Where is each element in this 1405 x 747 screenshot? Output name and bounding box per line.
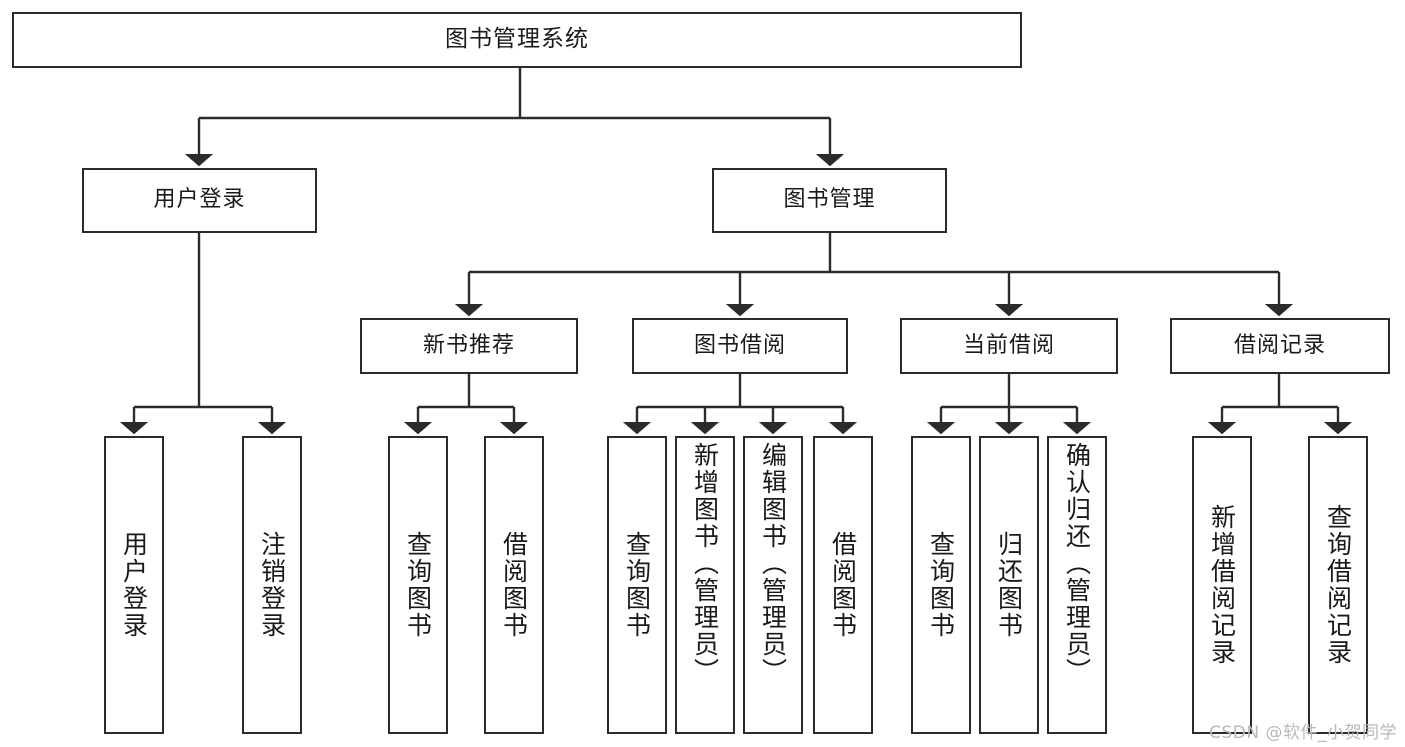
leaf-user-login-login[interactable]: 用户登录	[104, 436, 164, 734]
node-current-borrow[interactable]: 当前借阅	[900, 318, 1118, 374]
leaf-label: 编辑图书（管理员）	[758, 442, 788, 685]
leaf-current-borrow-return[interactable]: 归还图书	[979, 436, 1039, 734]
leaf-book-borrow-borrow[interactable]: 借阅图书	[813, 436, 873, 734]
node-borrow-record[interactable]: 借阅记录	[1170, 318, 1390, 374]
node-label: 图书借阅	[693, 332, 786, 358]
leaf-label: 新增借阅记录	[1207, 504, 1237, 666]
leaf-current-borrow-query[interactable]: 查询图书	[911, 436, 971, 734]
leaf-label: 借阅图书	[499, 531, 529, 639]
node-new-book-recommend[interactable]: 新书推荐	[360, 318, 578, 374]
node-label: 当前借阅	[962, 332, 1055, 358]
node-book-management[interactable]: 图书管理	[712, 168, 947, 233]
leaf-label: 查询图书	[403, 531, 433, 639]
leaf-text-wrap: 新增借阅记录	[1194, 438, 1250, 732]
leaf-borrow-record-add[interactable]: 新增借阅记录	[1192, 436, 1252, 734]
node-label: 新书推荐	[422, 332, 515, 358]
leaf-text-wrap: 查询借阅记录	[1310, 438, 1366, 732]
leaf-text-wrap: 查询图书	[609, 438, 665, 732]
leaf-text-wrap: 注销登录	[244, 438, 300, 732]
leaf-label: 新增图书（管理员）	[690, 442, 720, 685]
leaf-label: 查询图书	[926, 531, 956, 639]
leaf-label: 注销登录	[257, 531, 287, 639]
leaf-text-wrap: 新增图书（管理员）	[677, 438, 733, 736]
leaf-text-wrap: 归还图书	[981, 438, 1037, 732]
leaf-borrow-record-query[interactable]: 查询借阅记录	[1308, 436, 1368, 734]
leaf-new-book-borrow[interactable]: 借阅图书	[484, 436, 544, 734]
node-book-borrow[interactable]: 图书借阅	[632, 318, 848, 374]
leaf-book-borrow-query[interactable]: 查询图书	[607, 436, 667, 734]
leaf-text-wrap: 查询图书	[913, 438, 969, 732]
leaf-text-wrap: 查询图书	[390, 438, 446, 732]
leaf-book-borrow-add[interactable]: 新增图书（管理员）	[675, 436, 735, 734]
node-label: 图书管理	[783, 187, 876, 213]
leaf-label: 查询借阅记录	[1323, 504, 1353, 666]
leaf-text-wrap: 借阅图书	[486, 438, 542, 732]
node-root-book-management-system[interactable]: 图书管理系统	[12, 12, 1022, 68]
watermark-text: CSDN @软件_小贺同学	[1209, 723, 1397, 743]
leaf-label: 借阅图书	[828, 531, 858, 639]
leaf-text-wrap: 借阅图书	[815, 438, 871, 732]
leaf-new-book-query[interactable]: 查询图书	[388, 436, 448, 734]
node-user-login[interactable]: 用户登录	[82, 168, 317, 233]
node-label: 用户登录	[153, 187, 246, 213]
leaf-label: 确认归还（管理员）	[1062, 442, 1092, 685]
leaf-label: 用户登录	[119, 531, 149, 639]
leaf-label: 查询图书	[622, 531, 652, 639]
leaf-text-wrap: 编辑图书（管理员）	[745, 438, 801, 736]
leaf-user-login-logout[interactable]: 注销登录	[242, 436, 302, 734]
node-label: 图书管理系统	[445, 26, 589, 53]
leaf-text-wrap: 用户登录	[106, 438, 162, 732]
leaf-book-borrow-edit[interactable]: 编辑图书（管理员）	[743, 436, 803, 734]
leaf-label: 归还图书	[994, 531, 1024, 639]
node-label: 借阅记录	[1233, 332, 1326, 358]
leaf-text-wrap: 确认归还（管理员）	[1049, 438, 1105, 736]
leaf-current-borrow-confirm-return[interactable]: 确认归还（管理员）	[1047, 436, 1107, 734]
